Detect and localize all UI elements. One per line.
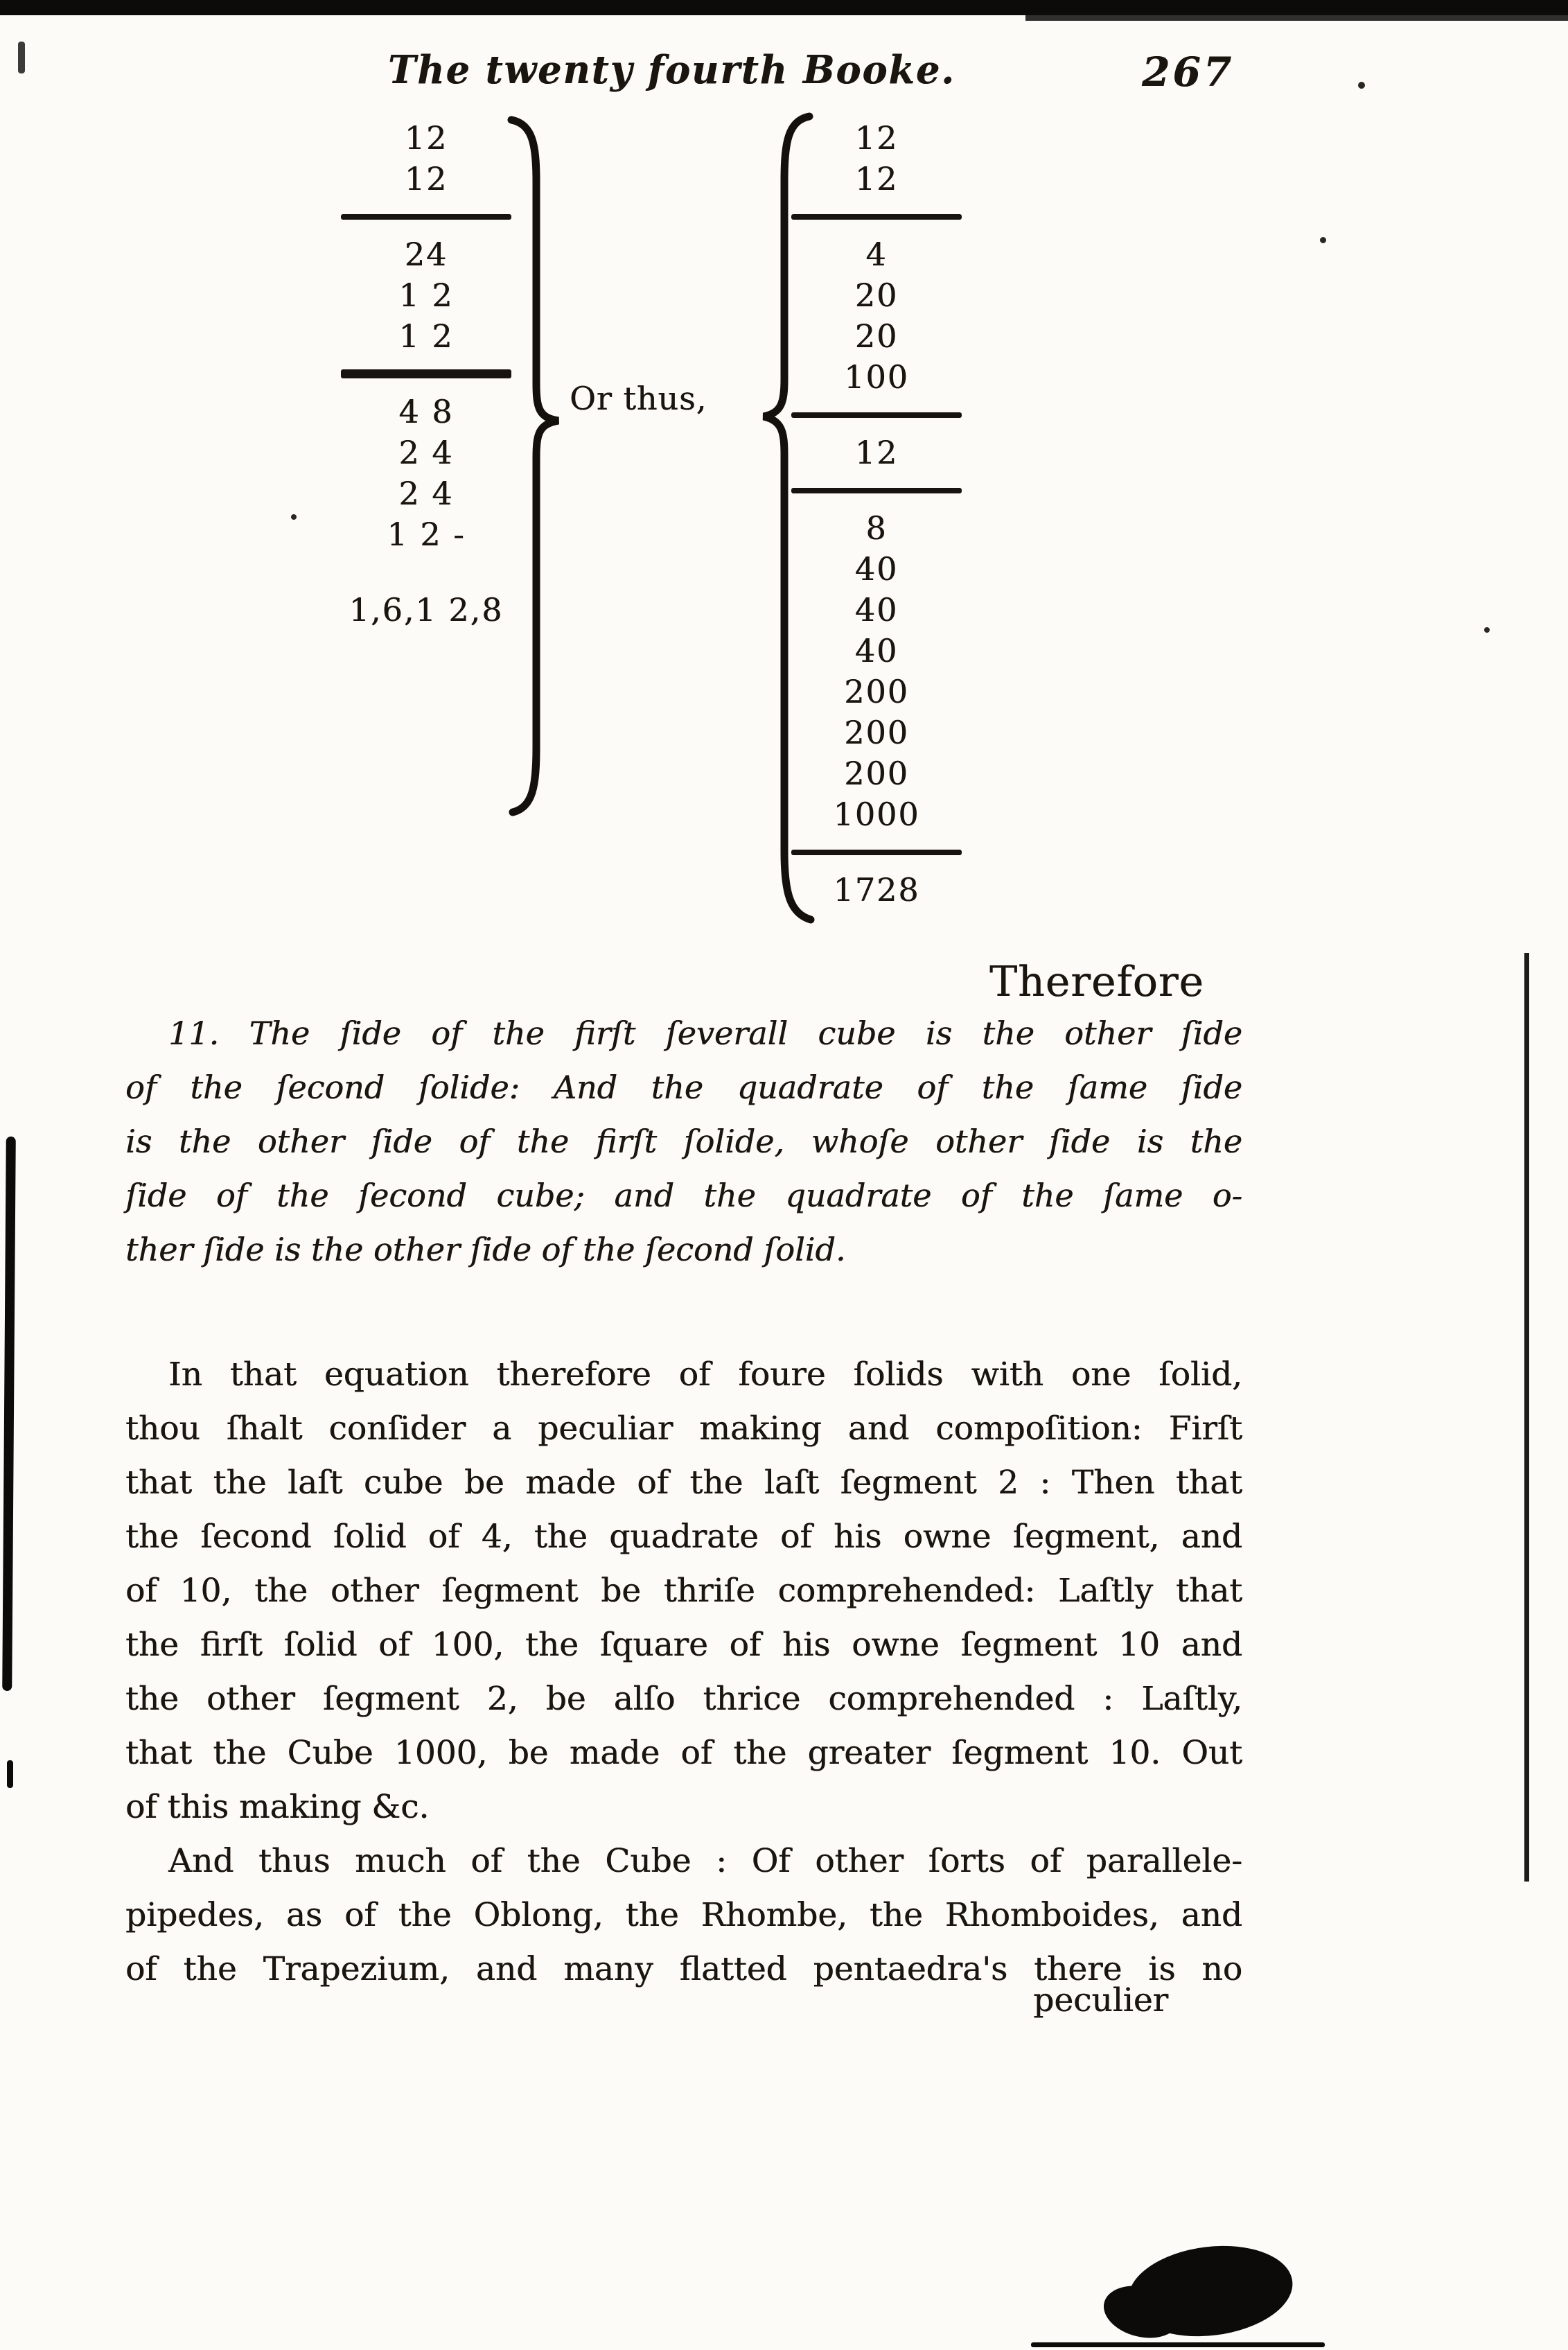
number-row: 200: [844, 714, 909, 751]
text-line: ther ſide is the other ſide of the ſecon…: [125, 1231, 846, 1268]
number-row: 8: [865, 509, 888, 547]
number-row: 20: [854, 317, 899, 355]
number-row: 1000: [833, 796, 920, 833]
number-row: 200: [844, 673, 909, 710]
text-line: the firſt ſolid of 100, the ſquare of hi…: [125, 1626, 1242, 1664]
scan-artifact-top-bar-2: [1025, 15, 1568, 21]
body-paragraph-2: And thus much of the Cube : Of other ſor…: [125, 1834, 1242, 1997]
text-line: the other ſegment 2, be alſo thrice comp…: [125, 1680, 1242, 1718]
scan-speck: [291, 514, 297, 520]
left-brace-icon: [507, 116, 560, 816]
computation-right-column: 12 12 4 20 20 100 12 8 40 40 40 200 200 …: [790, 118, 963, 911]
text-line: pipedes, as of the Oblong, the Rhombe, t…: [125, 1896, 1242, 1934]
text-line: 11. The ſide of the firſt ſeverall cube …: [168, 1015, 1242, 1052]
number-row: 100: [844, 358, 909, 396]
text-line: the ſecond ſolid of 4, the quadrate of h…: [125, 1518, 1242, 1556]
number-row: 2 4: [398, 434, 454, 471]
number-row: 20: [854, 277, 899, 314]
number-row: 12: [854, 119, 899, 157]
number-row: 40: [854, 632, 899, 669]
running-head-title: The twenty fourth Booke.: [388, 46, 955, 93]
number-row: 2 4: [398, 475, 454, 512]
number-row: 12: [404, 119, 448, 157]
text-line: that the laſt cube be made of the laſt ſ…: [125, 1464, 1242, 1502]
sum-rule: [790, 473, 963, 508]
scan-speck: [1484, 627, 1490, 633]
text-line: thou ſhalt conſider a peculiar making an…: [125, 1410, 1242, 1448]
number-row: 1 2: [398, 277, 454, 314]
text-line: that the Cube 1000, be made of the great…: [125, 1734, 1242, 1772]
number-row: 40: [854, 550, 899, 588]
number-row: 12: [854, 160, 899, 198]
number-row: 24: [404, 236, 448, 273]
scan-artifact-top-bar: [0, 0, 1568, 15]
sum-rule: [790, 398, 963, 432]
number-row: 4 8: [398, 393, 454, 430]
number-row: 4: [865, 236, 888, 273]
text-line: is the other ſide of the firſt ſolide, w…: [125, 1123, 1242, 1160]
sum-rule: [340, 200, 513, 234]
number-row: 200: [844, 755, 909, 792]
scan-artifact-left-margin-mark: [7, 1760, 13, 1788]
scan-speck: [1358, 82, 1365, 89]
number-row: 40: [854, 591, 899, 629]
sum-rule: [340, 357, 513, 392]
therefore-heading: Therefore: [989, 958, 1204, 1006]
text-line: ſide of the ſecond cube; and the quadrat…: [125, 1177, 1242, 1214]
scan-artifact-right-margin-line: [1524, 953, 1529, 1882]
scan-artifact-bottom-line: [1031, 2342, 1325, 2347]
sum-rule: [790, 200, 963, 234]
total-row: 1728: [833, 871, 920, 909]
text-line: of the ſecond ſolide: And the quadrate o…: [125, 1069, 1242, 1106]
text-line: of 10, the other ſegment be thriſe compr…: [125, 1572, 1242, 1610]
scan-artifact-corner-mark: [18, 42, 25, 73]
right-brace-icon: [762, 112, 815, 924]
sum-rule: [790, 835, 963, 870]
text-line: of this making &c.: [125, 1788, 430, 1826]
rule-statement-paragraph: 11. The ſide of the firſt ſeverall cube …: [125, 1006, 1242, 1277]
or-thus-label: Or thus,: [570, 380, 707, 417]
scan-speck: [1320, 237, 1326, 243]
scan-artifact-left-margin-line: [2, 1136, 16, 1692]
catchword: peculier: [1033, 1981, 1168, 2019]
number-row: 12: [854, 434, 899, 471]
body-paragraph-1: In that equation therefore of foure ſoli…: [125, 1348, 1242, 1834]
page-number: 267: [1142, 49, 1235, 96]
computation-left-column: 12 12 24 1 2 1 2 4 8 2 4 2 4 1 2 - 1,6,1…: [340, 118, 513, 631]
total-row: 1,6,1 2,8: [349, 591, 504, 629]
text-line: In that equation therefore of foure ſoli…: [168, 1356, 1242, 1394]
number-row: 1 2: [398, 317, 454, 355]
text-line: And thus much of the Cube : Of other ſor…: [168, 1842, 1242, 1880]
number-row: 12: [404, 160, 448, 198]
number-row: 1 2 -: [387, 516, 466, 553]
text-line: of the Trapezium, and many flatted penta…: [125, 1950, 1242, 1988]
